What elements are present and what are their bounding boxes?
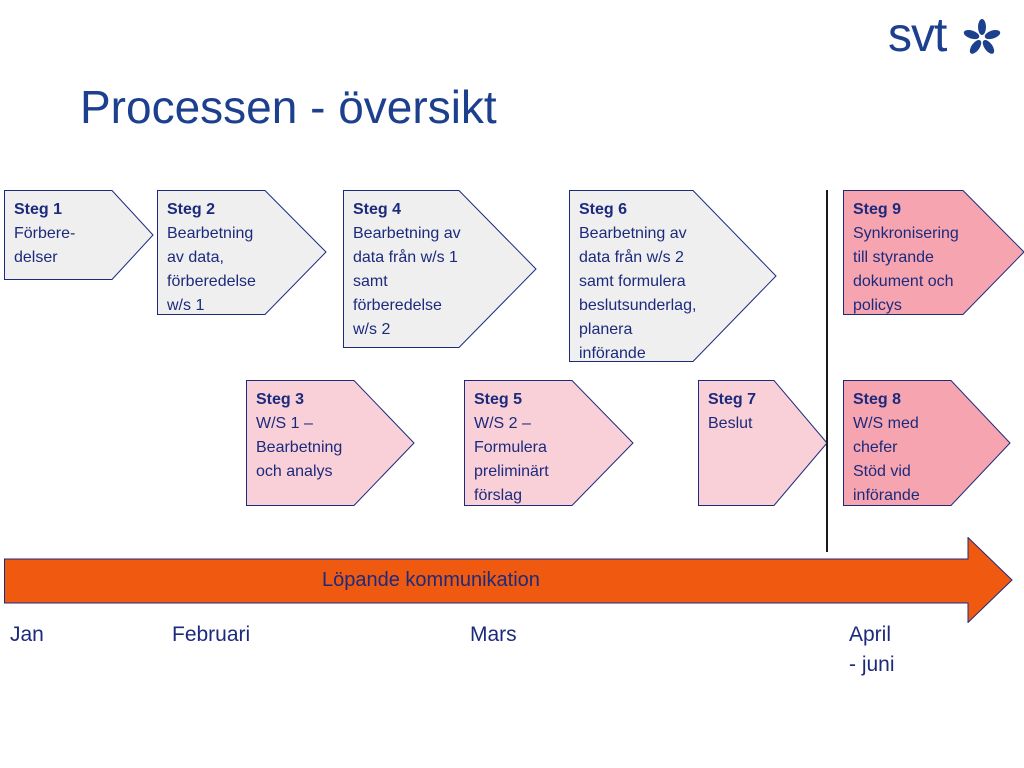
logo-text: svt [888, 9, 947, 62]
step-7-shape [698, 380, 828, 506]
step-2: Steg 2 Bearbetning av data, förberedelse… [157, 190, 327, 315]
step-2-shape [157, 190, 327, 315]
step-3-text: Steg 3 W/S 1 – Bearbetning och analys [256, 388, 342, 484]
step-4-text: Steg 4 Bearbetning av data från w/s 1 sa… [353, 198, 461, 342]
step-3-description: W/S 1 – Bearbetning och analys [256, 415, 343, 480]
step-8: Steg 8 W/S med chefer Stöd vid införande [843, 380, 1011, 506]
step-9-text: Steg 9 Synkronisering till styrande doku… [853, 198, 959, 318]
step-1-description: Förbere- delser [14, 225, 76, 266]
step-7: Steg 7 Beslut [698, 380, 828, 506]
step-8-description: W/S med chefer Stöd vid införande [853, 415, 920, 504]
communication-label: Löpande kommunikation [322, 569, 540, 591]
step-8-heading: Steg 8 [853, 391, 902, 408]
step-1-shape [4, 190, 154, 280]
communication-arrow-shape [4, 537, 1013, 623]
star-icon [963, 19, 1001, 54]
svt-logo: svt [888, 12, 1006, 74]
step-5: Steg 5 W/S 2 – Formulera preliminärt för… [464, 380, 634, 506]
month-feb: Februari [172, 623, 251, 646]
step-6-description: Bearbetning av data från w/s 2 samt form… [579, 225, 697, 362]
step-4: Steg 4 Bearbetning av data från w/s 1 sa… [343, 190, 537, 348]
step-9: Steg 9 Synkronisering till styrande doku… [843, 190, 1024, 315]
page-title: Processen - översikt [80, 81, 497, 133]
step-7-description: Beslut [708, 415, 753, 432]
step-3-shape [246, 380, 415, 506]
step-4-heading: Steg 4 [353, 201, 402, 218]
month-mar: Mars [470, 623, 517, 646]
step-1-text: Steg 1 Förbere- delser [14, 198, 75, 270]
step-5-description: W/S 2 – Formulera preliminärt förslag [474, 415, 549, 504]
step-9-heading: Steg 9 [853, 201, 902, 218]
step-2-description: Bearbetning av data, förberedelse w/s 1 [167, 225, 256, 314]
step-4-description: Bearbetning av data från w/s 1 samt förb… [353, 225, 461, 338]
step-1: Steg 1 Förbere- delser [4, 190, 154, 280]
step-9-shape [843, 190, 1024, 315]
step-2-text: Steg 2 Bearbetning av data, förberedelse… [167, 198, 256, 318]
step-7-text: Steg 7 Beslut [708, 388, 756, 436]
step-6: Steg 6 Bearbetning av data från w/s 2 sa… [569, 190, 777, 362]
step-4-shape [343, 190, 537, 348]
timeline-divider [826, 190, 828, 552]
step-6-shape [569, 190, 777, 362]
month-jan: Jan [10, 623, 44, 646]
step-5-heading: Steg 5 [474, 391, 523, 408]
month-apr-jun: April - juni [849, 623, 895, 676]
step-8-text: Steg 8 W/S med chefer Stöd vid införande [853, 388, 920, 508]
step-2-heading: Steg 2 [167, 201, 216, 218]
step-6-text: Steg 6 Bearbetning av data från w/s 2 sa… [579, 198, 696, 366]
step-5-shape [464, 380, 634, 506]
step-1-heading: Steg 1 [14, 201, 63, 218]
step-9-description: Synkronisering till styrande dokument oc… [853, 225, 959, 314]
communication-arrow: Löpande kommunikation [4, 537, 1014, 623]
step-8-shape [843, 380, 1011, 506]
step-7-heading: Steg 7 [708, 391, 757, 408]
step-3: Steg 3 W/S 1 – Bearbetning och analys [246, 380, 415, 506]
step-3-heading: Steg 3 [256, 391, 305, 408]
step-6-heading: Steg 6 [579, 201, 628, 218]
step-5-text: Steg 5 W/S 2 – Formulera preliminärt för… [474, 388, 549, 508]
